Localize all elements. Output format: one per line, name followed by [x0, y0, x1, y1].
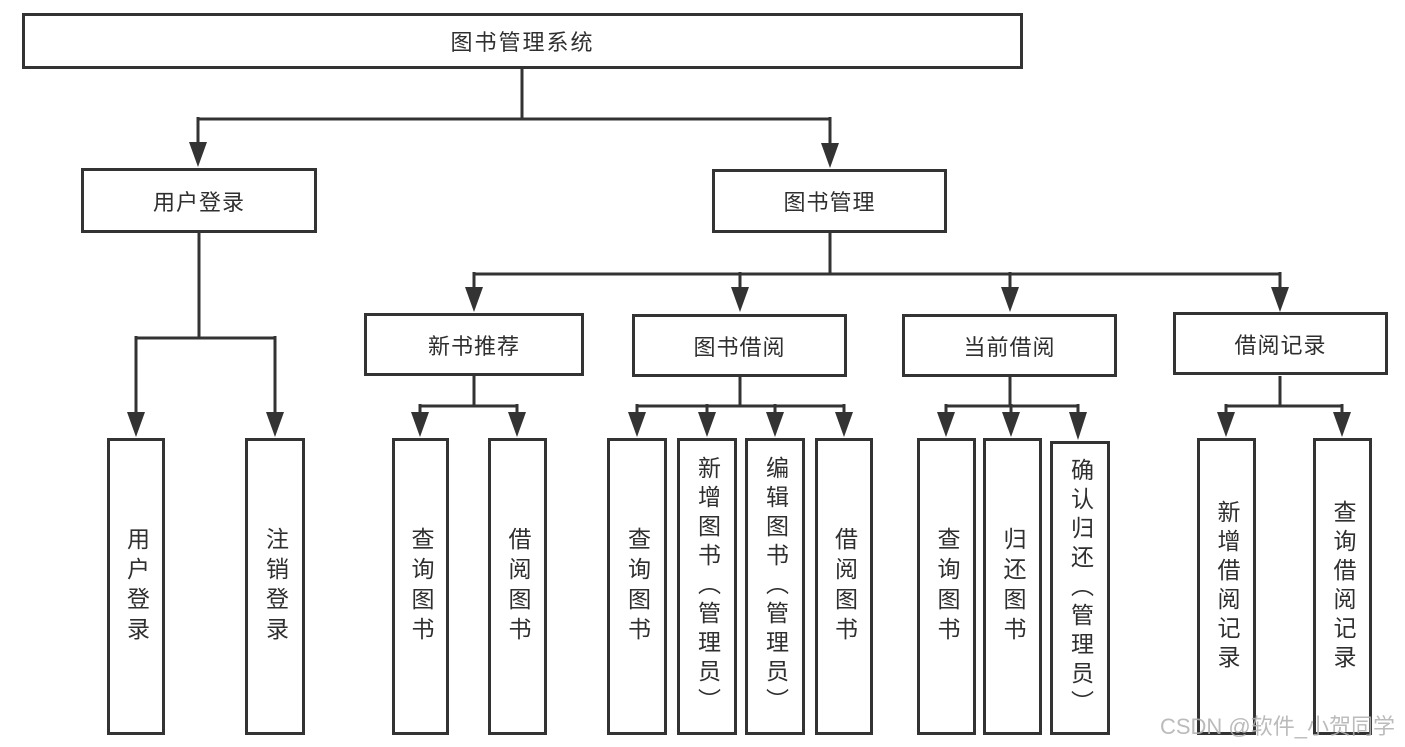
node-current-borrowing: 当前借阅 — [902, 314, 1117, 377]
arrowhead — [937, 412, 955, 437]
leaf-edit-book-admin-label: 编辑图书（管理员） — [762, 456, 789, 717]
leaf-query-books-recommend: 查询图书 — [392, 438, 449, 735]
node-user-login-label: 用户登录 — [152, 189, 245, 215]
arrowhead — [1002, 412, 1020, 437]
node-borrowing-records: 借阅记录 — [1173, 312, 1388, 375]
leaf-borrow-books-recommend: 借阅图书 — [488, 438, 547, 735]
leaf-borrow-books-recommend-label: 借阅图书 — [505, 526, 531, 647]
leaf-user-login-label: 用户登录 — [123, 526, 150, 647]
leaf-return-books: 归还图书 — [983, 438, 1042, 735]
connector-borrowing-records — [1224, 376, 1344, 416]
connector-user-login — [134, 233, 277, 416]
leaf-user-login: 用户登录 — [107, 438, 165, 735]
leaf-add-book-admin: 新增图书（管理员） — [677, 438, 737, 735]
leaf-add-borrow-record: 新增借阅记录 — [1197, 438, 1256, 735]
arrowhead — [127, 412, 145, 437]
leaf-edit-book-admin: 编辑图书（管理员） — [745, 438, 805, 735]
leaf-confirm-return-admin-label: 确认归还（管理员） — [1067, 457, 1094, 719]
node-book-borrowing-label: 图书借阅 — [693, 334, 786, 360]
node-book-management: 图书管理 — [712, 169, 947, 233]
node-root: 图书管理系统 — [22, 13, 1023, 69]
leaf-query-books-current: 查询图书 — [917, 438, 976, 735]
leaf-add-borrow-record-label: 新增借阅记录 — [1214, 499, 1240, 674]
connector-book-management — [472, 233, 1282, 291]
connector-book-borrowing — [635, 377, 846, 416]
arrowhead — [731, 287, 749, 312]
arrowhead — [266, 412, 284, 437]
node-new-book-recommend: 新书推荐 — [364, 313, 584, 376]
leaf-borrow-books-borrowing-label: 借阅图书 — [831, 526, 858, 647]
leaf-query-borrow-record: 查询借阅记录 — [1313, 438, 1372, 735]
node-new-book-recommend-label: 新书推荐 — [427, 333, 520, 359]
arrowhead — [1271, 287, 1289, 312]
node-book-borrowing: 图书借阅 — [632, 314, 847, 377]
arrowhead — [835, 412, 853, 437]
connector-new-book-recommend — [418, 376, 519, 416]
leaf-query-books-borrowing: 查询图书 — [607, 438, 667, 735]
leaf-add-book-admin-label: 新增图书（管理员） — [694, 456, 721, 717]
leaf-return-books-label: 归还图书 — [1000, 526, 1026, 647]
arrowhead — [508, 412, 526, 437]
arrowhead — [1001, 287, 1019, 312]
arrowhead — [465, 287, 483, 312]
node-book-management-label: 图书管理 — [783, 190, 876, 215]
leaf-query-books-recommend-label: 查询图书 — [408, 526, 434, 647]
arrowhead — [628, 412, 646, 437]
arrowhead — [1217, 412, 1235, 437]
arrowhead — [1069, 412, 1087, 440]
leaf-logout: 注销登录 — [245, 438, 305, 735]
connector-current-borrowing — [944, 377, 1080, 416]
connector-root — [196, 69, 832, 148]
leaf-logout-label: 注销登录 — [262, 526, 289, 647]
arrowhead — [766, 412, 784, 437]
arrowhead — [411, 412, 429, 437]
node-root-label: 图书管理系统 — [450, 30, 595, 55]
leaf-confirm-return-admin: 确认归还（管理员） — [1050, 441, 1110, 735]
node-user-login: 用户登录 — [81, 168, 317, 233]
node-borrowing-records-label: 借阅记录 — [1234, 332, 1327, 358]
leaf-query-books-current-label: 查询图书 — [934, 526, 960, 647]
leaf-query-borrow-record-label: 查询借阅记录 — [1330, 499, 1356, 674]
arrowhead — [698, 412, 716, 437]
arrowhead — [1333, 412, 1351, 437]
node-current-borrowing-label: 当前借阅 — [963, 334, 1056, 360]
arrowhead — [189, 142, 207, 167]
watermark-text: CSDN @软件_小贺同学 — [1159, 714, 1395, 739]
arrowhead — [821, 143, 839, 168]
leaf-borrow-books-borrowing: 借阅图书 — [815, 438, 873, 735]
leaf-query-books-borrowing-label: 查询图书 — [624, 526, 651, 647]
